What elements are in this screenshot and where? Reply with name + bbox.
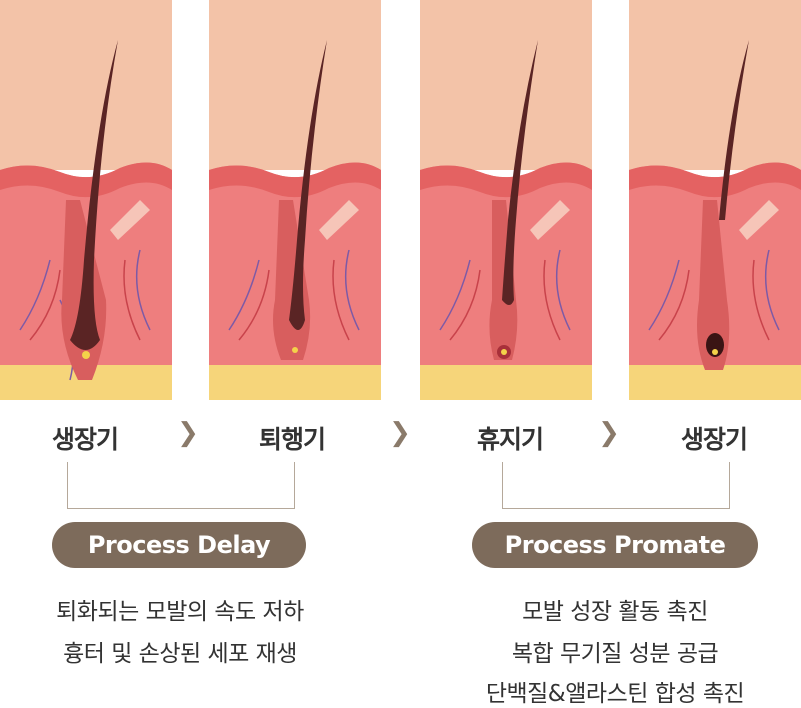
chevron-right-icon: ❯ [177, 418, 199, 448]
description-line: 복합 무기질 성분 공급 [511, 641, 719, 667]
chevron-right-icon: ❯ [598, 418, 620, 448]
chevron-right-icon: ❯ [389, 418, 411, 448]
process-delay-badge: Process Delay [52, 522, 306, 568]
description-line: 퇴화되는 모발의 속도 저하 [56, 599, 304, 625]
description-line: 흉터 및 손상된 세포 재생 [63, 641, 297, 667]
process-promate-badge: Process Promate [472, 522, 758, 568]
panel-anagen-1 [0, 0, 172, 400]
stage-label: 생장기 [680, 425, 748, 454]
stage-label: 생장기 [51, 425, 119, 454]
group-bracket [67, 462, 295, 509]
stage-label: 휴지기 [476, 425, 544, 454]
hair-follicle-illustration [629, 0, 801, 400]
description-line: 단백질&앨라스틴 합성 촉진 [485, 681, 745, 707]
group-bracket [502, 462, 730, 509]
stage-label: 퇴행기 [258, 425, 326, 454]
panel-catagen [209, 0, 381, 400]
description-line: 모발 성장 활동 촉진 [522, 599, 708, 625]
hair-follicle-illustration [0, 0, 172, 400]
panel-anagen-2 [629, 0, 801, 400]
hair-follicle-illustration [209, 0, 381, 400]
hair-follicle-illustration [420, 0, 592, 400]
panel-telogen [420, 0, 592, 400]
